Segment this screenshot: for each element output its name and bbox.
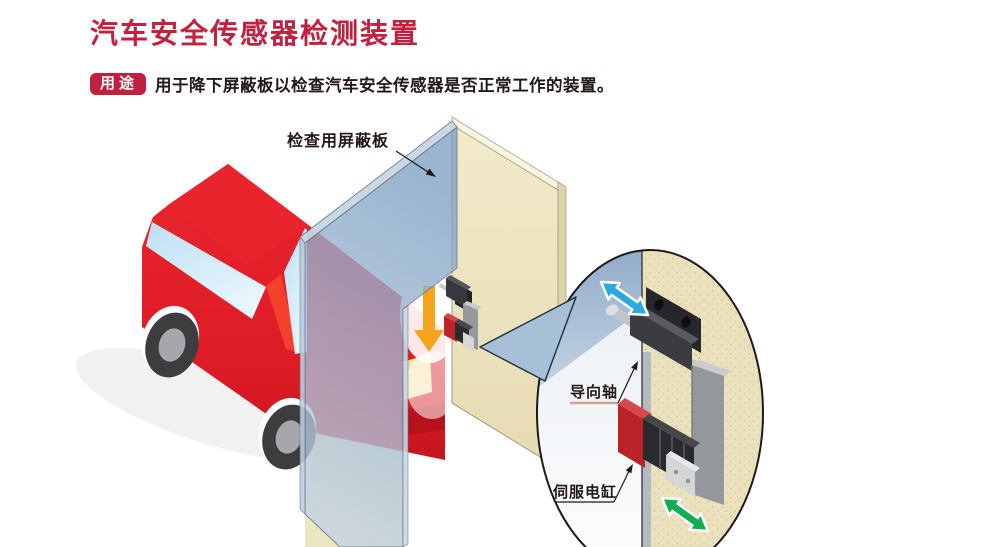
car-a-pillar: [266, 274, 298, 352]
panel-down-arrow-icon: [414, 286, 444, 352]
stroke-direction-arrow-icon: [660, 496, 710, 533]
mounting-plate: [691, 360, 731, 505]
slide-direction-arrow-icon: [599, 280, 650, 317]
purpose-description: 用于降下屏蔽板以检查汽车安全传感器是否正常工作的装置。: [155, 76, 615, 95]
guide-shaft-label: 导向轴: [570, 383, 618, 401]
guide-shaft-callout: 导向轴: [570, 361, 638, 405]
page-title: 汽车安全传感器检测装置: [90, 17, 421, 50]
leader-arrowhead-icon: [425, 168, 436, 177]
magnifier-tail: [479, 296, 577, 382]
car-rear-wheel: [141, 305, 200, 378]
car-side-window: [146, 222, 266, 319]
purpose-badge: 用途: [90, 73, 147, 95]
actuator-unit-small: [438, 275, 482, 352]
inspection-wall: [451, 116, 567, 474]
servo-cylinder-unit: [618, 398, 700, 497]
purpose-row: 用途 用于降下屏蔽板以检查汽车安全传感器是否正常工作的装置。: [90, 72, 614, 96]
shield-panel-label: 检查用屏蔽板: [287, 131, 389, 150]
shield-panel-callout: 检查用屏蔽板: [287, 131, 436, 177]
shield-panel: [299, 120, 458, 547]
servo-cylinder-callout: 伺服电缸: [552, 464, 633, 503]
servo-cylinder-label: 伺服电缸: [552, 483, 617, 501]
